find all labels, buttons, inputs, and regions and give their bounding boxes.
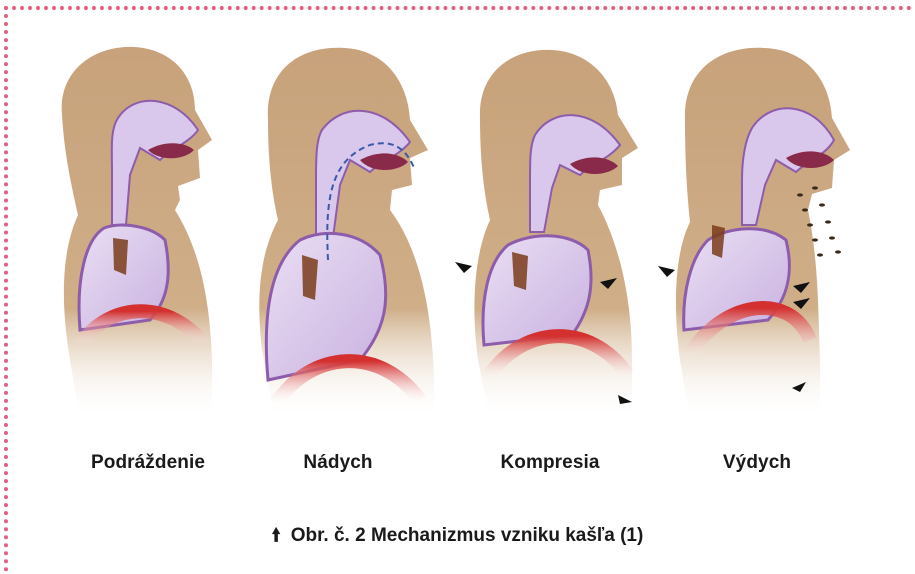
pressure-arrow-icon (658, 266, 675, 277)
stage-exhalation-figure (658, 48, 850, 420)
pressure-arrow-icon (455, 262, 472, 273)
stage-label-exhalation: Výdych (723, 452, 791, 474)
stage-label-inhalation: Nádych (303, 452, 372, 474)
stage-label-irritation: Podráždenie (91, 452, 205, 474)
stage-irritation-figure (62, 47, 212, 420)
stage-label-compression: Kompresia (500, 452, 599, 474)
mucus (512, 252, 528, 290)
figure-caption-text: Obr. č. 2 Mechanizmus vzniku kašľa (1) (291, 525, 644, 546)
stage-compression-figure (455, 50, 638, 420)
up-arrow-icon: 🠙 (272, 523, 281, 553)
mucus (113, 238, 128, 275)
figure-caption: 🠙 Obr. č. 2 Mechanizmus vzniku kašľa (1) (0, 523, 915, 553)
stage-inhalation-figure (259, 48, 434, 420)
